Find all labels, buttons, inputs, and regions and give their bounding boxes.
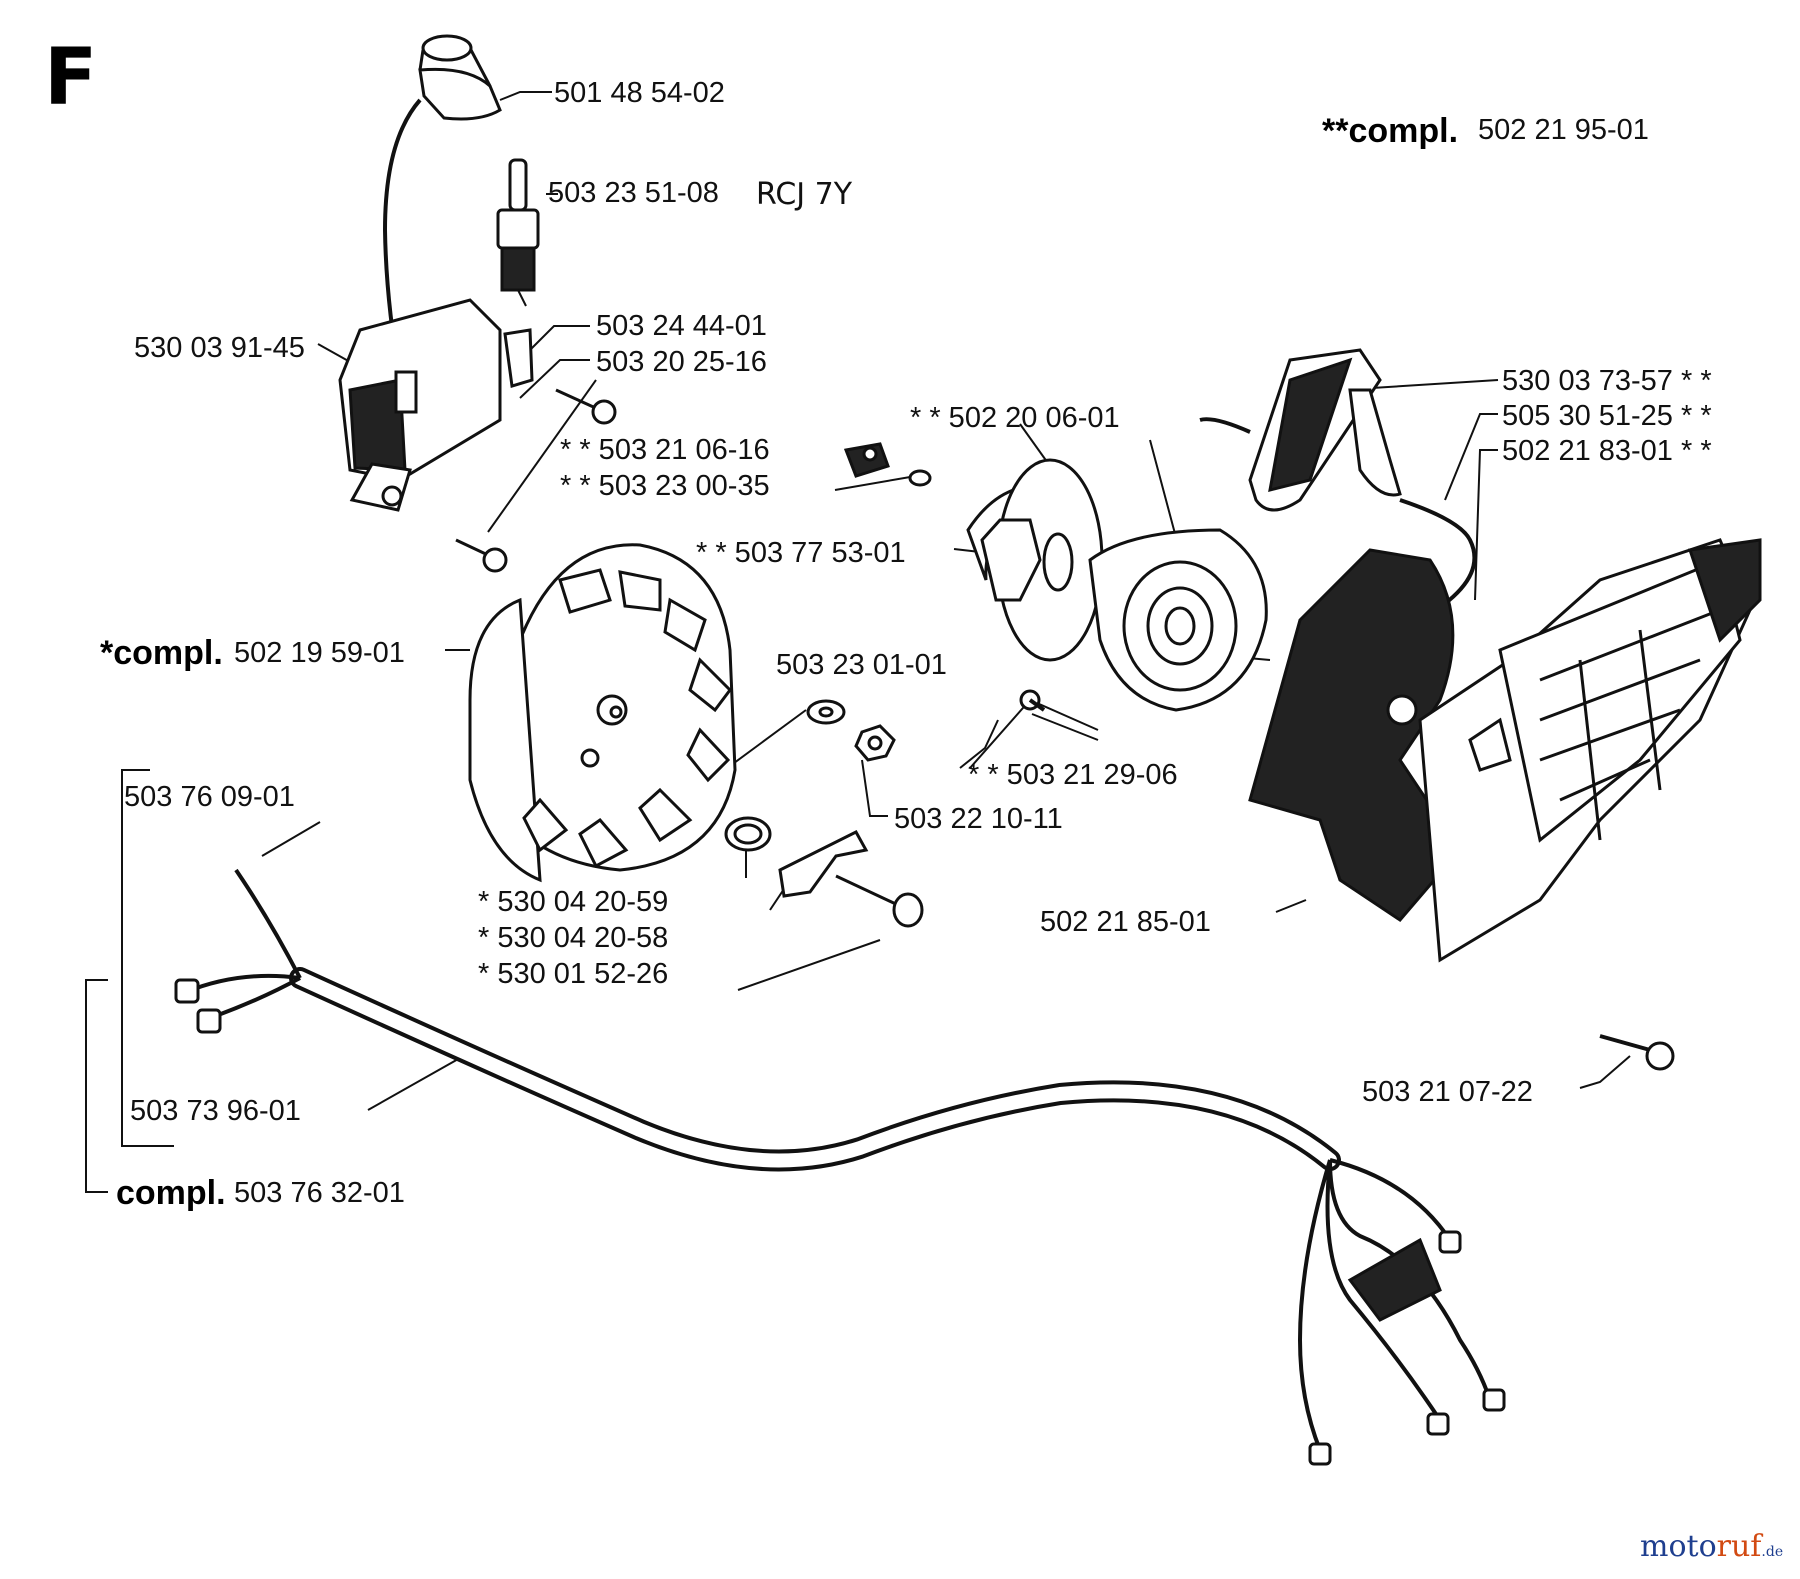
part-label: 505 30 51-25 * * [1502, 400, 1712, 432]
part-label: 503 76 32-01 [234, 1177, 405, 1209]
part-label: * * 502 20 06-01 [910, 402, 1120, 434]
part-label: 502 21 85-01 [1040, 906, 1211, 938]
coil-screw [455, 538, 508, 573]
part-label: * * 503 21 06-16 [560, 434, 770, 466]
part-label: 530 03 91-45 [134, 332, 305, 364]
section-letter: F [44, 33, 97, 123]
part-label: 503 76 09-01 [124, 781, 295, 813]
harness-terminal [196, 1008, 222, 1034]
part-label: 503 23 51-08 [548, 177, 719, 209]
harness-terminal [1308, 1442, 1332, 1466]
part-label: 503 73 96-01 [130, 1095, 301, 1127]
part-label: 502 21 83-01 * * [1502, 435, 1712, 467]
short-circuit-terminal [503, 328, 534, 388]
watermark-logo: motoruf.de [1640, 1529, 1783, 1564]
part-label: * 530 04 20-58 [478, 922, 668, 954]
wiring-harness [185, 868, 1492, 1451]
starter-pulley [843, 442, 1104, 662]
watermark-part-c: .de [1761, 1544, 1783, 1560]
compl-prefix: **compl. [1322, 112, 1458, 150]
watermark-part-a: moto [1640, 1529, 1717, 1564]
leader-lines [85, 91, 1631, 1193]
part-label: 503 23 01-01 [776, 649, 947, 681]
pulley-washer [908, 469, 932, 487]
part-label: 530 03 73-57 * * [1502, 365, 1712, 397]
starter-cover [1248, 538, 1762, 963]
part-label: * * 503 21 29-06 [968, 759, 1178, 791]
part-label: * 530 04 20-59 [478, 886, 668, 918]
starter-rope [1399, 498, 1477, 622]
recoil-spring-housing [1088, 528, 1268, 712]
pawl-bolt-shaft [835, 874, 901, 908]
rope-knot [1199, 417, 1251, 434]
coil-screw [555, 388, 617, 425]
part-label: 502 19 59-01 [234, 637, 405, 669]
harness-terminal [1482, 1388, 1506, 1412]
starter-handle [1248, 348, 1402, 512]
pawl-bolt [892, 892, 924, 928]
part-label: 503 21 07-22 [1362, 1076, 1533, 1108]
starter-pawl [778, 830, 869, 898]
watermark-part-b: ruf [1717, 1529, 1764, 1564]
cover-screw [1599, 1034, 1675, 1071]
part-label: 503 20 25-16 [596, 346, 767, 378]
part-label: 501 48 54-02 [554, 77, 725, 109]
flywheel [468, 543, 737, 883]
part-label: * * 503 23 00-35 [560, 470, 770, 502]
part-label: 503 24 44-01 [596, 310, 767, 342]
compl-prefix: *compl. [100, 634, 223, 672]
spark-plug [496, 158, 540, 307]
housing-screw [1019, 689, 1046, 712]
harness-terminal [174, 978, 200, 1004]
harness-terminal [1438, 1230, 1462, 1254]
harness-switch [1347, 1237, 1442, 1322]
compl-prefix: compl. [116, 1174, 226, 1212]
spark-plug-cap [418, 67, 502, 121]
part-label: * * 503 77 53-01 [696, 537, 906, 569]
part-label: * 530 01 52-26 [478, 958, 668, 990]
ignition-coil-assembly [338, 34, 617, 573]
part-label: 503 22 10-11 [894, 803, 1063, 835]
spark-plug-type: RCJ 7Y [756, 177, 853, 212]
harness-terminal [1426, 1412, 1450, 1436]
part-label: 502 21 95-01 [1478, 114, 1649, 146]
